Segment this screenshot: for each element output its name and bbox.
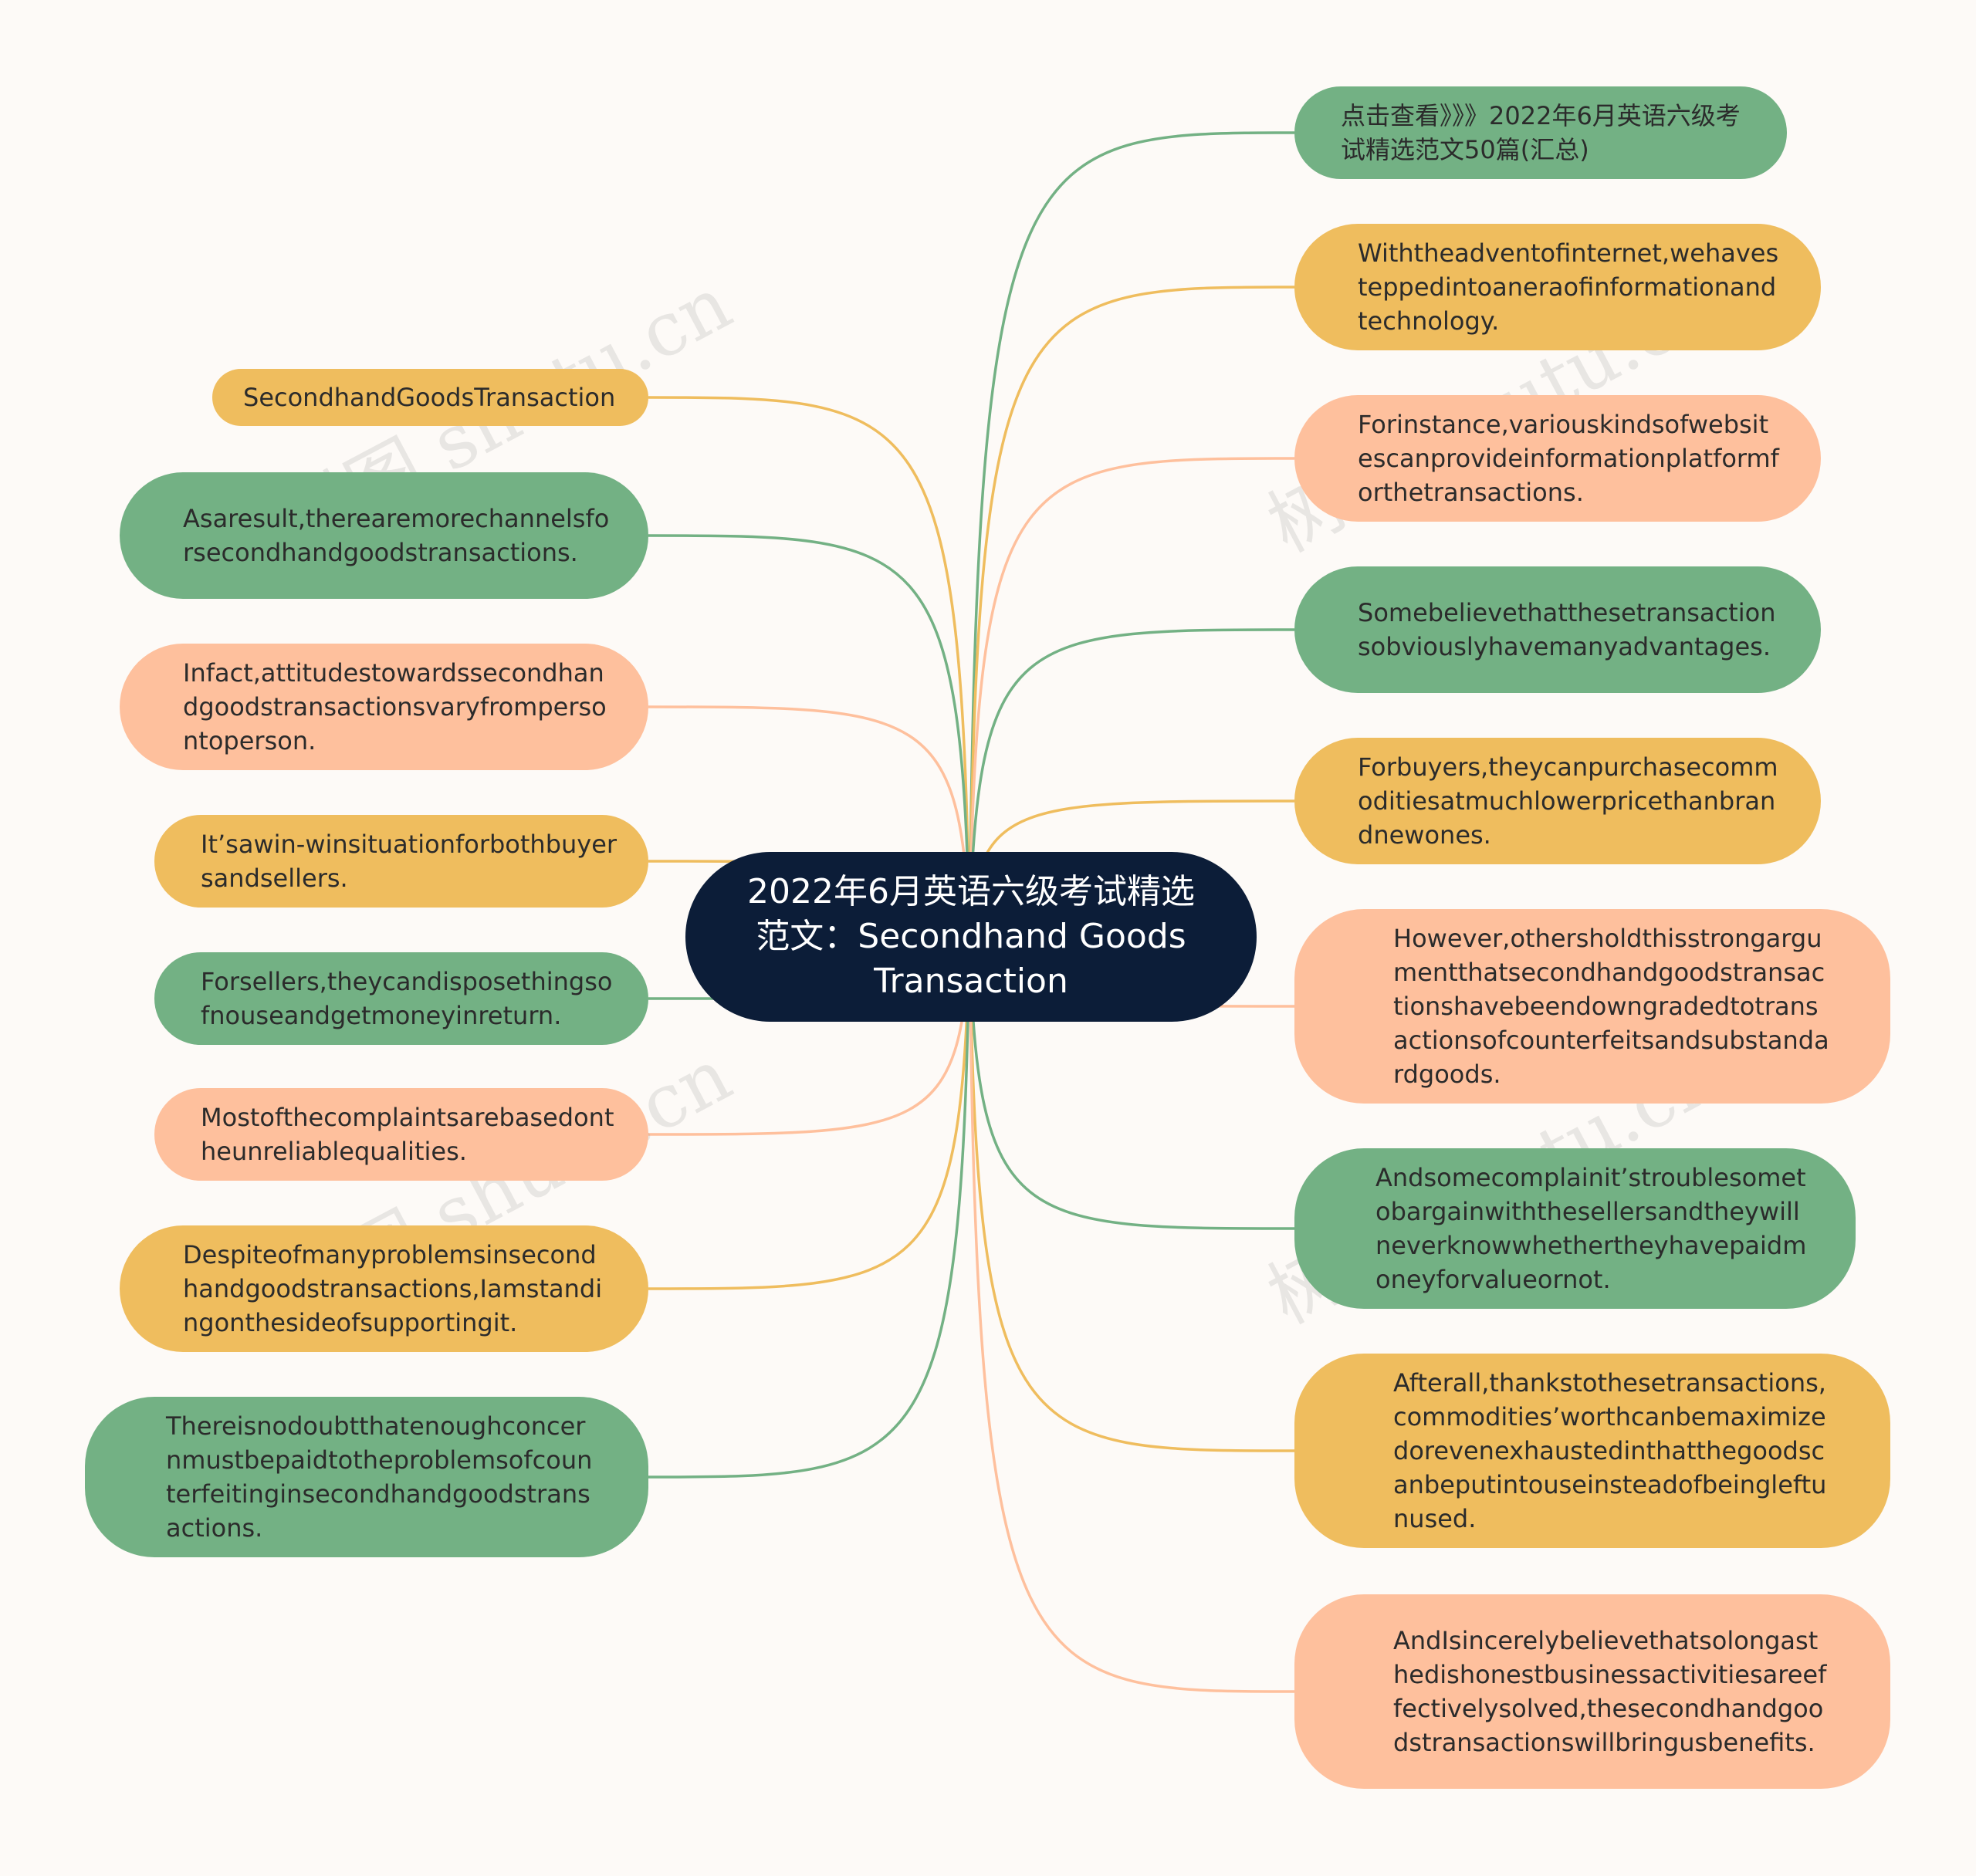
node-label: Andsomecomplainit’stroublesometobargainw… — [1375, 1163, 1807, 1294]
right-node-2[interactable]: Withtheadventofinternet,wehavesteppedint… — [1294, 224, 1821, 350]
left-node-6[interactable]: Mostofthecomplaintsarebasedontheunreliab… — [154, 1088, 648, 1181]
connector-right-3 — [968, 457, 1295, 938]
right-node-3[interactable]: Forinstance,variouskindsofwebsitescanpro… — [1294, 395, 1821, 522]
connector-right-9 — [968, 936, 1295, 1693]
left-node-2[interactable]: Asaresult,therearemorechannelsforsecondh… — [120, 472, 648, 599]
connector-right-4 — [968, 628, 1295, 938]
left-node-1[interactable]: SecondhandGoodsTransaction — [212, 369, 648, 426]
node-label: Thereisnodoubtthatenoughconcernmustbepai… — [166, 1411, 593, 1543]
node-label: Afterall,thankstothesetransactions,commo… — [1393, 1368, 1827, 1533]
connector-right-8 — [968, 936, 1295, 1452]
right-node-8[interactable]: Afterall,thankstothesetransactions,commo… — [1294, 1354, 1890, 1548]
right-node-4[interactable]: Somebelievethatthesetransactionsobviousl… — [1294, 566, 1821, 693]
central-topic-label: 2022年6月英语六级考试精选范文：Secondhand Goods Trans… — [747, 872, 1195, 1001]
node-label: It’sawin-winsituationforbothbuyersandsel… — [201, 830, 618, 893]
node-label: Infact,attitudestowardssecondhandgoodstr… — [183, 658, 607, 755]
node-label: Forsellers,theycandisposethingsofnousean… — [201, 967, 613, 1030]
connector-right-7 — [968, 936, 1295, 1230]
connector-right-2 — [968, 286, 1295, 938]
central-topic[interactable]: 2022年6月英语六级考试精选范文：Secondhand Goods Trans… — [685, 852, 1257, 1022]
connector-right-1 — [968, 131, 1295, 938]
left-node-8[interactable]: Thereisnodoubtthatenoughconcernmustbepai… — [85, 1397, 648, 1557]
right-node-6[interactable]: However,othersholdthisstrongargumentthat… — [1294, 909, 1890, 1104]
node-label: Forinstance,variouskindsofwebsitescanpro… — [1358, 410, 1779, 507]
node-label: However,othersholdthisstrongargumentthat… — [1393, 924, 1829, 1089]
left-node-7[interactable]: Despiteofmanyproblemsinsecondhandgoodstr… — [120, 1225, 648, 1352]
left-node-4[interactable]: It’sawin-winsituationforbothbuyersandsel… — [154, 815, 648, 908]
node-label: Withtheadventofinternet,wehavesteppedint… — [1358, 238, 1779, 336]
node-label: AndIsincerelybelievethatsolongasthedisho… — [1393, 1626, 1827, 1757]
connector-left-7 — [648, 936, 971, 1290]
node-label: 点击查看》》》2022年6月英语六级考试精选范文50篇(汇总) — [1341, 101, 1741, 164]
node-label: SecondhandGoodsTransaction — [243, 383, 616, 412]
right-node-5[interactable]: Forbuyers,theycanpurchasecommoditiesatmu… — [1294, 738, 1821, 864]
connector-left-2 — [648, 534, 971, 938]
node-label: Mostofthecomplaintsarebasedontheunreliab… — [201, 1103, 614, 1166]
connector-left-1 — [648, 396, 971, 938]
left-node-3[interactable]: Infact,attitudestowardssecondhandgoodstr… — [120, 644, 648, 770]
right-node-7[interactable]: Andsomecomplainit’stroublesometobargainw… — [1294, 1148, 1856, 1309]
left-node-5[interactable]: Forsellers,theycandisposethingsofnousean… — [154, 952, 648, 1045]
node-label: Forbuyers,theycanpurchasecommoditiesatmu… — [1358, 752, 1778, 850]
right-node-9[interactable]: AndIsincerelybelievethatsolongasthedisho… — [1294, 1594, 1890, 1789]
connector-left-8 — [648, 936, 971, 1479]
node-label: Asaresult,therearemorechannelsforsecondh… — [183, 504, 610, 567]
right-node-1[interactable]: 点击查看》》》2022年6月英语六级考试精选范文50篇(汇总) — [1294, 86, 1787, 179]
node-label: Somebelievethatthesetransactionsobviousl… — [1358, 598, 1776, 661]
node-label: Despiteofmanyproblemsinsecondhandgoodstr… — [183, 1240, 603, 1337]
